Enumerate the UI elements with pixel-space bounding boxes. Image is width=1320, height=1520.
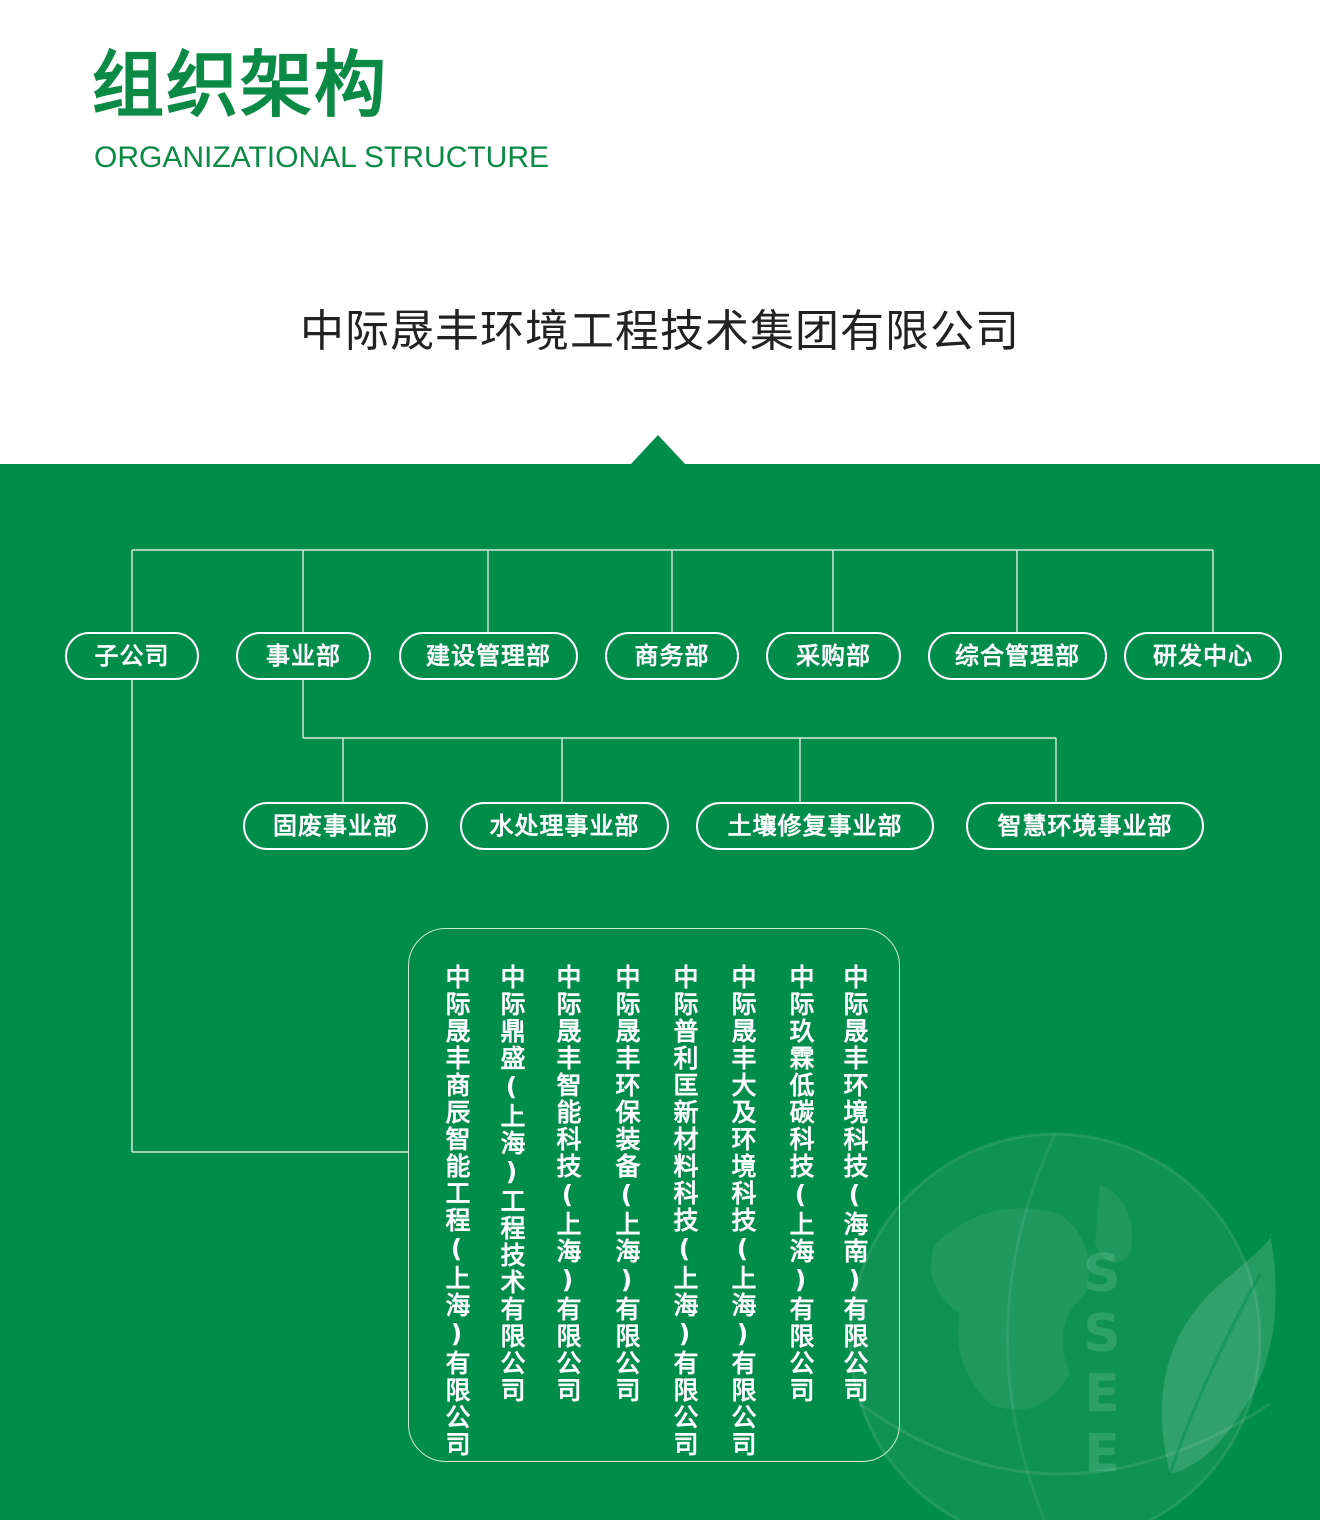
- dept-rd-center: 研发中心: [1124, 632, 1282, 680]
- unit-solid-waste: 固废事业部: [243, 802, 428, 850]
- subsidiary-item: 中际晟丰商辰智能工程(上海)有限公司: [442, 964, 471, 1458]
- dept-subsidiaries: 子公司: [65, 632, 199, 680]
- subsidiary-item: 中际晟丰智能科技(上海)有限公司: [553, 964, 582, 1404]
- org-chart-panel: SSEE 子公司 事业部 建设管理部 商务部 采购部 综合管理部 研发中心 固废…: [0, 464, 1320, 1520]
- dept-business-units: 事业部: [236, 632, 371, 680]
- dept-procurement: 采购部: [766, 632, 901, 680]
- subsidiary-item: 中际玖霖低碳科技(上海)有限公司: [786, 964, 815, 1404]
- unit-soil-remediation: 土壤修复事业部: [696, 802, 934, 850]
- dept-commerce: 商务部: [605, 632, 739, 680]
- dept-construction-management: 建设管理部: [399, 632, 578, 680]
- subsidiary-item: 中际普利匡新材料科技(上海)有限公司: [670, 964, 699, 1458]
- company-name: 中际晟丰环境工程技术集团有限公司: [300, 306, 1020, 357]
- panel-notch: [630, 435, 686, 465]
- subsidiaries-box: [408, 928, 900, 1462]
- subsidiary-item: 中际鼎盛(上海)工程技术有限公司: [497, 964, 526, 1404]
- globe-leaf-logo-watermark: [848, 1132, 1276, 1520]
- unit-water-treatment: 水处理事业部: [460, 802, 669, 850]
- section-title: 组织架构: [92, 43, 389, 127]
- subsidiary-item: 中际晟丰环保装备(上海)有限公司: [612, 964, 641, 1404]
- dept-general-management: 综合管理部: [928, 632, 1107, 680]
- section-subtitle: ORGANIZATIONAL STRUCTURE: [94, 141, 550, 174]
- subsidiary-item: 中际晟丰环境科技(海南)有限公司: [840, 964, 869, 1404]
- connector-lines: [131, 549, 1214, 1153]
- unit-smart-environment: 智慧环境事业部: [966, 802, 1204, 850]
- subsidiary-item: 中际晟丰大及环境科技(上海)有限公司: [728, 964, 757, 1458]
